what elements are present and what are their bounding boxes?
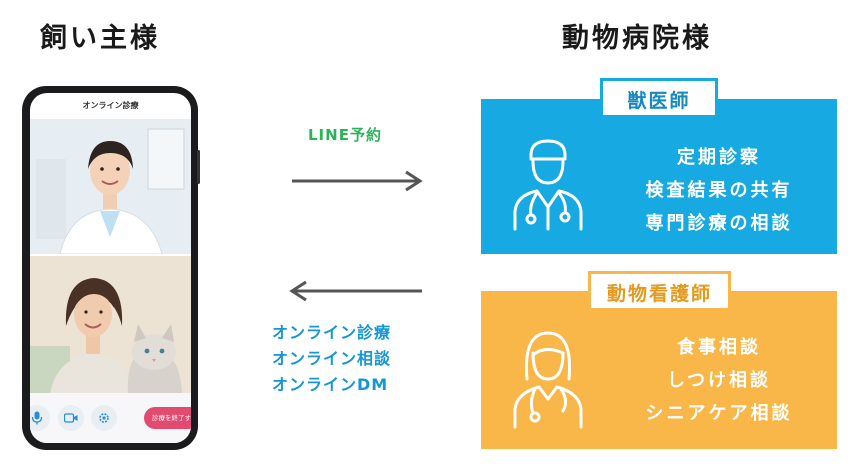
video-camera-icon	[64, 413, 78, 423]
doctor-icon	[513, 139, 583, 231]
nurse-panel: 食事相談 しつけ相談 シニアケア相談	[481, 291, 837, 449]
settings-button[interactable]	[91, 405, 117, 431]
nurse-services: 食事相談 しつけ相談 シニアケア相談	[619, 331, 819, 430]
owner-heading: 飼い主様	[40, 23, 160, 54]
online-services-list: オンライン診療 オンライン相談 オンラインDM	[272, 320, 442, 398]
online-dm-label: オンラインDM	[272, 375, 389, 394]
online-advice-label: オンライン相談	[272, 349, 392, 368]
call-control-bar: 診療を終了する	[30, 393, 191, 443]
camera-button[interactable]	[58, 405, 84, 431]
vet-tag: 獣医師	[600, 78, 718, 118]
owner-video-tile	[30, 256, 191, 393]
gear-icon	[99, 413, 109, 423]
arrow-right-icon	[292, 170, 423, 192]
vet-service-item: 専門診療の相談	[645, 213, 793, 234]
owner-and-cat-portrait	[30, 256, 191, 393]
mic-button[interactable]	[30, 405, 50, 431]
mic-icon	[31, 411, 43, 425]
screen-title: オンライン診療	[82, 101, 139, 110]
vet-panel: 定期診察 検査結果の共有 専門診療の相談	[481, 99, 837, 254]
nurse-icon	[513, 331, 583, 429]
hospital-heading: 動物病院様	[562, 23, 712, 54]
end-consultation-button[interactable]: 診療を終了する	[144, 407, 191, 429]
vet-service-item: 定期診察	[677, 147, 761, 168]
nurse-service-item: シニアケア相談	[645, 403, 793, 424]
online-consultation-label: オンライン診療	[272, 323, 392, 342]
phone-side-button	[197, 150, 200, 184]
vet-video-tile	[30, 119, 191, 254]
nurse-tag: 動物看護師	[588, 271, 731, 311]
nurse-service-item: しつけ相談	[667, 370, 771, 391]
vet-portrait	[30, 119, 191, 254]
phone-screen: オンライン診療	[30, 93, 191, 443]
nurse-service-item: 食事相談	[677, 337, 761, 358]
vet-services: 定期診察 検査結果の共有 専門診療の相談	[619, 141, 819, 240]
arrow-left-icon	[289, 280, 422, 302]
line-booking-label: LINE予約	[308, 126, 382, 144]
vet-service-item: 検査結果の共有	[645, 180, 793, 201]
